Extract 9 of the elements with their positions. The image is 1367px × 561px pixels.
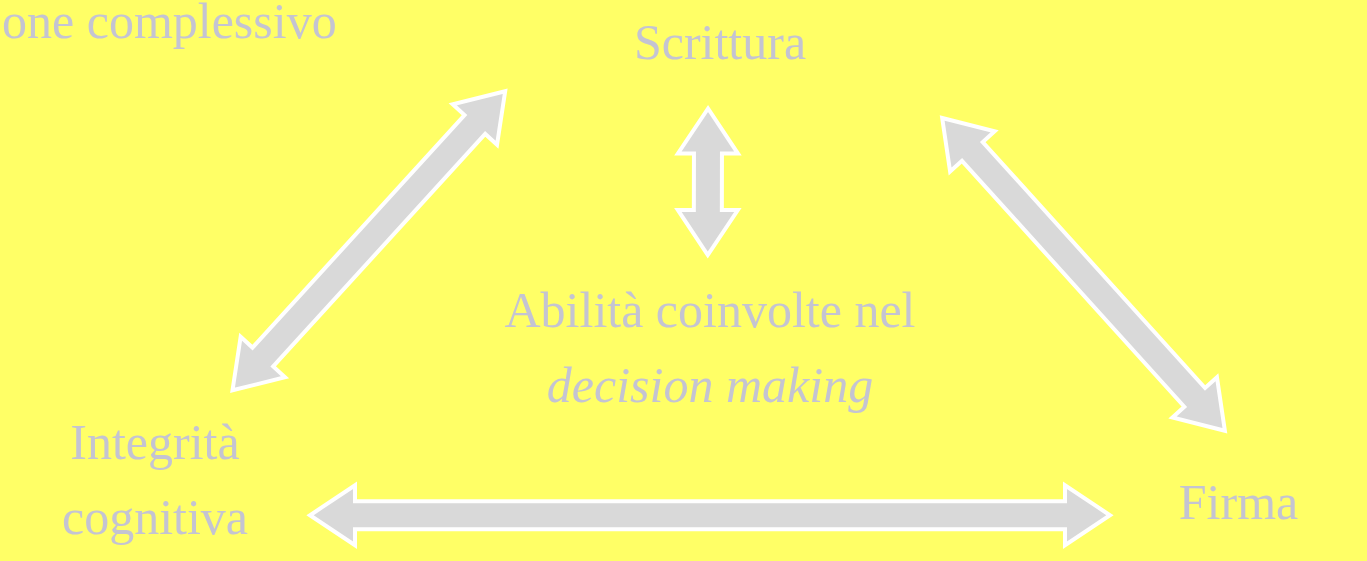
node-text: Abilità coinvolte nel decision making — [503, 281, 917, 415]
node-text: Integrità cognitiva — [60, 413, 250, 547]
node-text: Firma — [1178, 473, 1299, 532]
double-arrow — [306, 481, 1114, 549]
node-text: Scrittura — [633, 13, 807, 72]
double-arrow — [939, 115, 1228, 434]
double-arrow — [674, 104, 742, 259]
double-arrow — [230, 88, 508, 393]
heading-text: one complessivo — [2, 0, 337, 50]
